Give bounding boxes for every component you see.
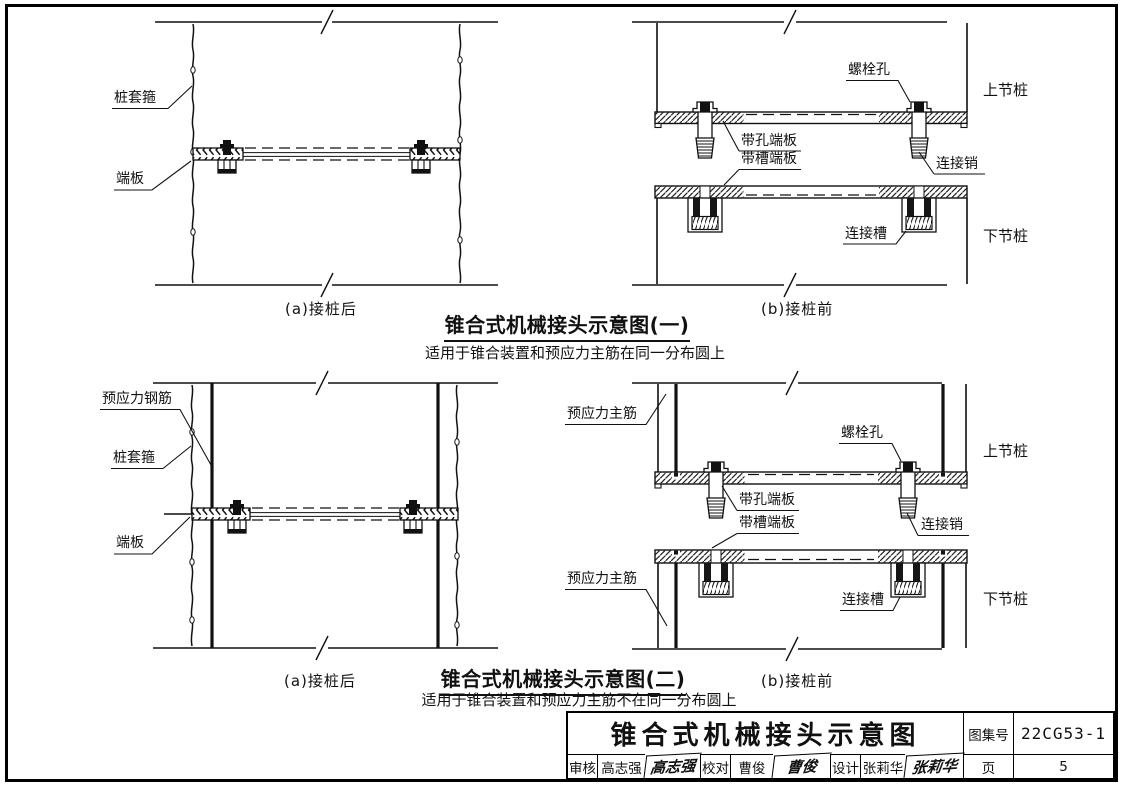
- label-prestressed-main-bar-upper-fig2b: 预应力主筋: [567, 406, 637, 422]
- page-number: 5: [1013, 754, 1113, 778]
- label-connecting-slot-fig2b: 连接槽: [842, 592, 884, 608]
- title-block-drawing-title: 锥合式机械接头示意图: [610, 721, 921, 751]
- checker-name: 曹俊: [730, 754, 773, 778]
- figure2-title: 锥合式机械接头示意图(二): [440, 663, 686, 696]
- label-connecting-slot-fig1b: 连接槽: [845, 226, 887, 242]
- label-connecting-pin-fig1b: 连接销: [936, 156, 978, 172]
- reviewer-name: 高志强: [597, 754, 645, 778]
- label-upper-pile-fig2b: 上节桩: [983, 442, 1029, 460]
- page-label: 页: [963, 754, 1013, 778]
- atlas-no-label: 图集号: [963, 713, 1013, 754]
- label-lower-pile-fig1b: 下节桩: [983, 227, 1029, 245]
- title-block: 锥合式机械接头示意图 图集号 22CG53-1 审核 高志强 高志强 校对 曹俊…: [566, 711, 1115, 780]
- figure1-subtitle: 适用于锥合装置和预应力主筋在同一分布圆上: [424, 344, 725, 362]
- label-slotted-end-plate-fig1b: 带槽端板: [741, 151, 797, 167]
- designer-signature: 张莉华: [903, 752, 965, 780]
- atlas-no-value: 22CG53-1: [1013, 713, 1113, 754]
- designer-label: 设计: [830, 754, 860, 778]
- label-connecting-pin-fig2b: 连接销: [921, 517, 963, 533]
- label-upper-pile-fig1b: 上节桩: [983, 81, 1029, 99]
- figure2-subtitle: 适用于锥合装置和预应力主筋不在同一分布圆上: [421, 691, 737, 709]
- label-bolt-hole-fig2b: 螺栓孔: [841, 425, 883, 441]
- checker-signature: 曹俊: [771, 752, 832, 780]
- label-slotted-end-plate-fig2b: 带槽端板: [739, 515, 795, 531]
- caption-fig2a: (a)接桩后: [284, 672, 356, 690]
- designer-name: 张莉华: [860, 754, 905, 778]
- caption-fig1a: (a)接桩后: [285, 300, 357, 318]
- label-end-plate-fig2a: 端板: [116, 535, 144, 551]
- figure1-title: 锥合式机械接头示意图(一): [444, 309, 690, 342]
- label-holed-end-plate-fig2b: 带孔端板: [739, 492, 795, 508]
- label-prestressed-main-bar-lower-fig2b: 预应力主筋: [567, 571, 637, 587]
- label-prestressed-bar-fig2a: 预应力钢筋: [102, 391, 172, 407]
- reviewer-signature: 高志强: [643, 752, 702, 780]
- label-end-plate-fig1a: 端板: [116, 171, 144, 187]
- checker-label: 校对: [700, 754, 730, 778]
- label-pile-sleeve-fig2a: 桩套箍: [113, 450, 155, 466]
- caption-fig1b: (b)接桩前: [761, 300, 834, 318]
- label-holed-end-plate-fig1b: 带孔端板: [741, 133, 797, 149]
- label-lower-pile-fig2b: 下节桩: [983, 590, 1029, 608]
- label-bolt-hole-fig1b: 螺栓孔: [848, 62, 890, 78]
- caption-fig2b: (b)接桩前: [761, 672, 834, 690]
- label-pile-sleeve-fig1a: 桩套箍: [114, 90, 156, 106]
- reviewer-label: 审核: [568, 754, 597, 778]
